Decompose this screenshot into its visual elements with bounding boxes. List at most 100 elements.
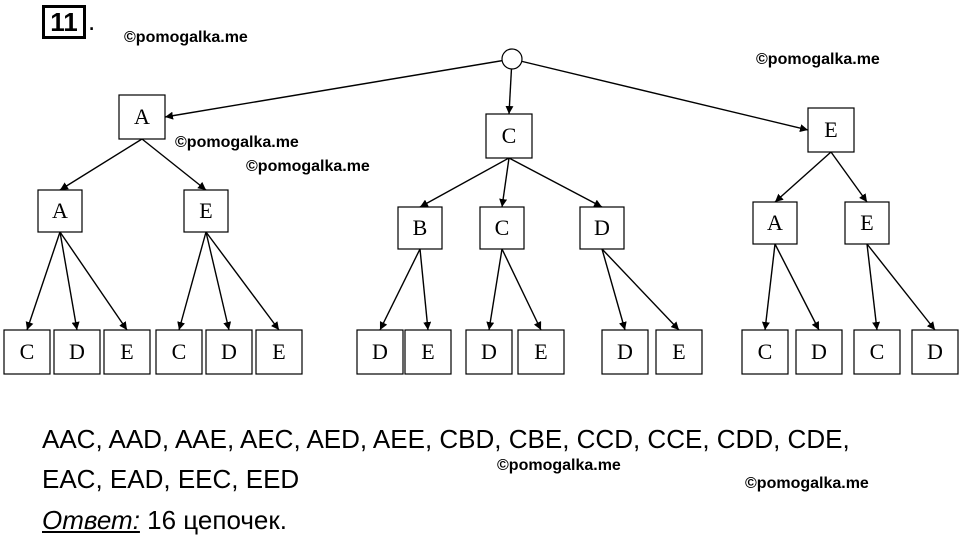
- node-l2-2-0-label: A: [767, 210, 783, 235]
- node-l3-2-0-1: D: [795, 329, 843, 375]
- watermark-6: ©pomogalka.me: [745, 475, 869, 492]
- node-l3-0-1-1: D: [205, 329, 253, 375]
- node-l3-1-1-0: D: [465, 329, 513, 375]
- answer-label: Ответ:: [42, 505, 140, 535]
- node-l1-2-box: [807, 107, 855, 153]
- node-l3-1-0-1-box: [404, 329, 452, 375]
- chains-line-2: EAC, EAD, EEC, EED: [42, 464, 300, 494]
- node-l2-1-0-label: B: [413, 215, 428, 240]
- node-l2-2-1: E: [844, 201, 890, 245]
- node-l3-0-0-1: D: [53, 329, 101, 375]
- node-l3-1-2-1-label: E: [672, 339, 685, 364]
- node-l3-2-1-1: D: [911, 329, 959, 375]
- node-l3-0-1-2-box: [255, 329, 303, 375]
- node-l1-2: E: [807, 107, 855, 153]
- edge-l1-1-0: [419, 157, 510, 208]
- edge-l2-2-0-1: [774, 243, 820, 331]
- node-l3-2-1-1-label: D: [927, 339, 943, 364]
- node-l3-0-0-0-label: C: [20, 339, 35, 364]
- edge-l2-2-1-0: [866, 243, 881, 331]
- node-l3-1-1-0-label: D: [481, 339, 497, 364]
- node-l3-1-0-1-label: E: [421, 339, 434, 364]
- node-l3-2-0-1-label: D: [811, 339, 827, 364]
- node-l2-1-2-box: [579, 206, 625, 250]
- node-l2-0-0-box: [37, 189, 83, 233]
- node-l1-1-box: [485, 113, 533, 159]
- node-l3-1-2-0: D: [601, 329, 649, 375]
- node-l3-2-1-0-label: C: [870, 339, 885, 364]
- node-l3-0-1-1-box: [205, 329, 253, 375]
- edge-l2-1-2-0: [601, 248, 627, 331]
- edge-root-0: [164, 58, 513, 120]
- watermark-4: ©pomogalka.me: [246, 158, 370, 175]
- node-l2-0-0-label: A: [52, 198, 68, 223]
- node-l2-0-0: A: [37, 189, 83, 233]
- node-l3-2-0-1-box: [795, 329, 843, 375]
- watermark-2: ©pomogalka.me: [756, 51, 880, 68]
- node-l2-2-0-box: [752, 201, 798, 245]
- edge-l2-1-0-1: [419, 248, 432, 331]
- node-l3-0-1-2: E: [255, 329, 303, 375]
- node-l3-1-1-1-label: E: [534, 339, 547, 364]
- task-number-dot: .: [88, 6, 96, 36]
- edge-l2-1-1-0: [486, 248, 503, 331]
- node-l2-1-1-label: C: [495, 215, 510, 240]
- node-l2-0-1: E: [183, 189, 229, 233]
- edge-l2-2-1-1: [866, 243, 936, 331]
- node-l1-0-box: [118, 94, 166, 140]
- node-l3-1-0-0-label: D: [372, 339, 388, 364]
- node-l3-1-2-1: E: [655, 329, 703, 375]
- watermark-1: ©pomogalka.me: [124, 29, 248, 46]
- node-l3-0-1-0-label: C: [172, 339, 187, 364]
- node-l3-2-0-0-box: [741, 329, 789, 375]
- node-l2-1-0: B: [397, 206, 443, 250]
- answer-line: Ответ: 16 цепочек.: [42, 505, 287, 536]
- node-l2-2-0: A: [752, 201, 798, 245]
- edge-l2-0-1-1: [205, 231, 232, 331]
- node-l2-2-1-box: [844, 201, 890, 245]
- edge-l1-1-2: [508, 157, 603, 208]
- edge-l2-0-1-0: [177, 231, 207, 331]
- node-l3-0-1-2-label: E: [272, 339, 285, 364]
- edge-l2-0-0-0: [25, 231, 61, 331]
- node-l2-0-1-label: E: [199, 198, 212, 223]
- edge-l1-0-0: [59, 138, 143, 191]
- node-l3-0-1-1-label: D: [221, 339, 237, 364]
- node-l3-0-0-2-label: E: [120, 339, 133, 364]
- node-l3-2-1-0-box: [853, 329, 901, 375]
- node-l3-1-0-1: E: [404, 329, 452, 375]
- edge-l2-0-1-2: [205, 231, 280, 331]
- answer-value: 16 цепочек.: [139, 505, 287, 535]
- node-l3-1-2-0-label: D: [617, 339, 633, 364]
- node-l3-1-2-1-box: [655, 329, 703, 375]
- chains-line-1: AAC, AAD, AAE, AEC, AED, AEE, CBD, CBE, …: [42, 424, 850, 454]
- edge-root-2: [511, 58, 809, 133]
- node-l2-1-0-box: [397, 206, 443, 250]
- node-l3-2-0-0-label: C: [758, 339, 773, 364]
- node-l3-0-0-1-box: [53, 329, 101, 375]
- node-l1-2-label: E: [824, 117, 837, 142]
- edge-l2-0-0-1: [59, 231, 80, 331]
- node-l3-1-0-0: D: [356, 329, 404, 375]
- watermark-5: ©pomogalka.me: [497, 457, 621, 474]
- node-l3-1-1-1: E: [517, 329, 565, 375]
- node-l2-1-1: C: [479, 206, 525, 250]
- edge-l1-0-1: [141, 138, 207, 191]
- node-l3-2-0-0: C: [741, 329, 789, 375]
- node-l1-1-label: C: [502, 123, 517, 148]
- node-l3-2-1-1-box: [911, 329, 959, 375]
- tree-root-node: [501, 48, 523, 70]
- node-l3-1-1-0-box: [465, 329, 513, 375]
- node-l2-1-2-label: D: [594, 215, 610, 240]
- node-l1-0: A: [118, 94, 166, 140]
- watermark-3: ©pomogalka.me: [175, 134, 299, 151]
- node-l3-0-0-0-box: [3, 329, 51, 375]
- node-l2-1-1-box: [479, 206, 525, 250]
- edge-l2-1-0-0: [379, 248, 421, 331]
- task-number: 11: [42, 5, 86, 39]
- node-l3-0-1-0-box: [155, 329, 203, 375]
- edge-l1-2-1: [830, 151, 868, 203]
- node-l3-0-0-1-label: D: [69, 339, 85, 364]
- node-l3-0-0-2: E: [103, 329, 151, 375]
